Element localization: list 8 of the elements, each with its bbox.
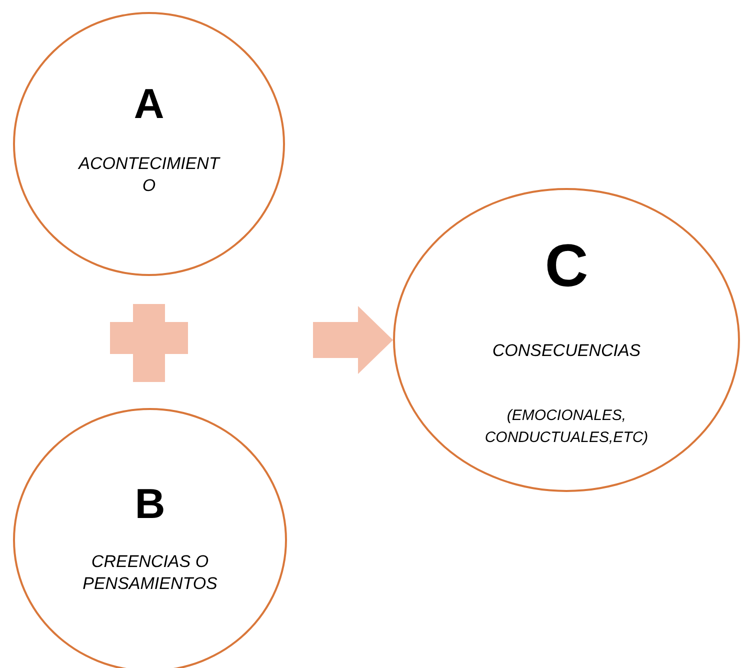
node-label: CREENCIAS O PENSAMIENTOS: [82, 551, 218, 595]
node-label: (EMOCIONALES, CONDUCTUALES,ETC): [484, 406, 650, 448]
node-label: CONSECUENCIAS: [491, 340, 642, 362]
heading-letter: C: [544, 232, 590, 300]
heading-letter: A: [132, 80, 166, 128]
node-label: ACONTECIMIENTO: [77, 153, 222, 197]
block-arrow: [313, 306, 393, 374]
heading-letter: B: [134, 480, 166, 528]
